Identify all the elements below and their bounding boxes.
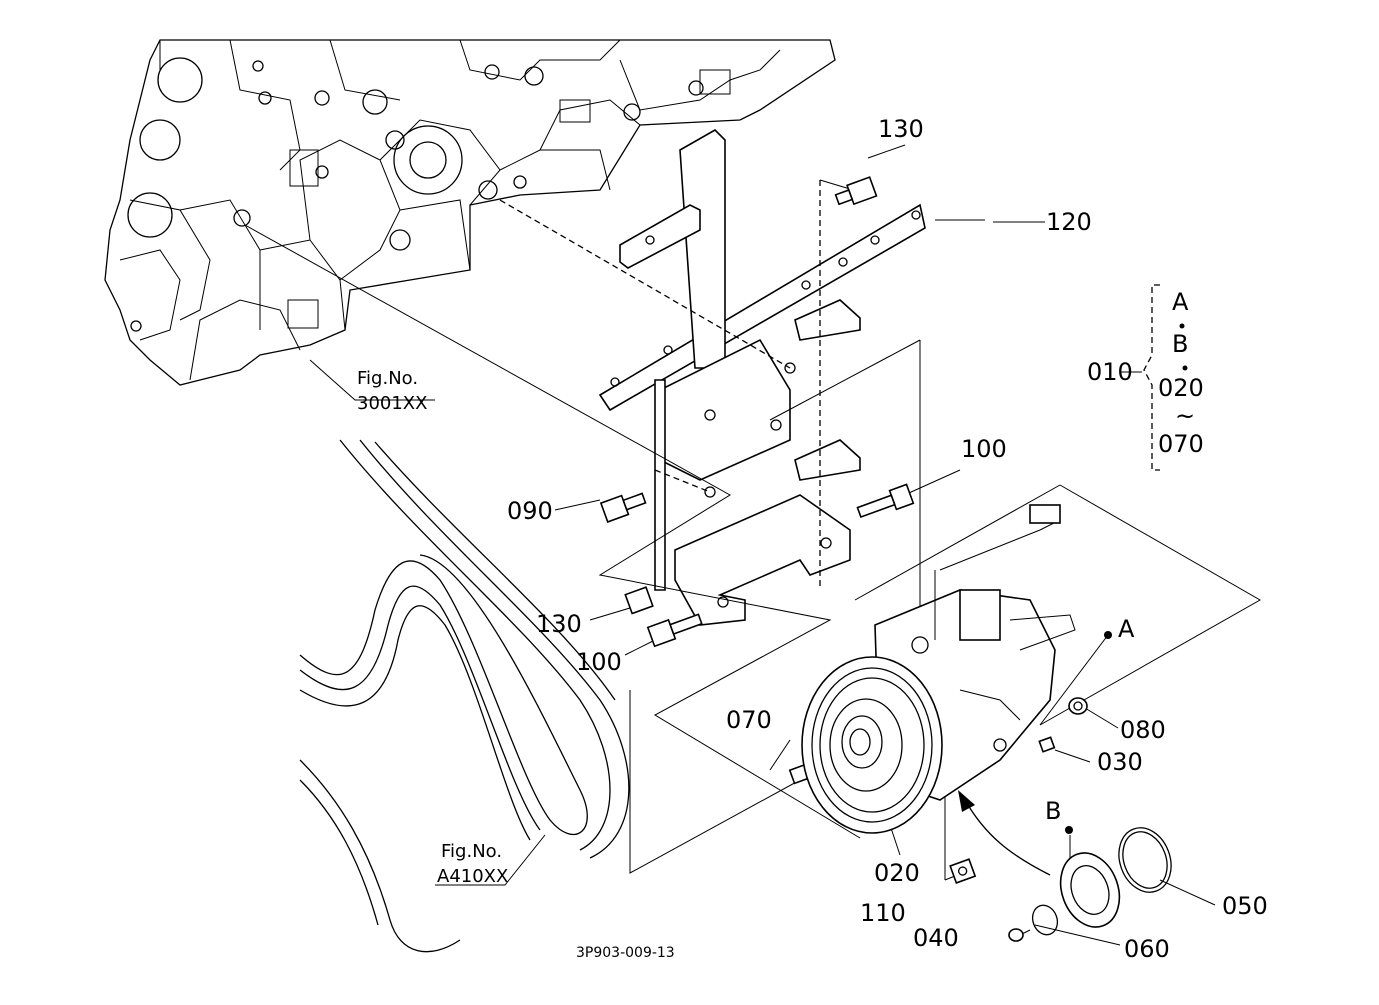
diagram-code: 3P903-009-13	[576, 945, 675, 961]
assembly-a: A	[1172, 288, 1189, 316]
label-030: 030	[1097, 748, 1143, 776]
label-130-top: 130	[878, 115, 924, 143]
marker-a: A	[1118, 615, 1135, 643]
label-120: 120	[1046, 208, 1092, 236]
belt-fig-number: A410XX	[437, 866, 508, 887]
label-130-bottom: 130	[536, 610, 582, 638]
assembly-to: 070	[1158, 430, 1204, 458]
part-labels: 130 120 010 100 090 130 100 A 070 080 03…	[507, 115, 1268, 963]
label-100-left: 100	[576, 648, 622, 676]
assembly-from: 020	[1158, 374, 1204, 402]
label-040: 040	[913, 924, 959, 952]
label-080: 080	[1120, 716, 1166, 744]
label-100-right: 100	[961, 435, 1007, 463]
engine-fig-number: 3001XX	[357, 393, 427, 414]
label-060: 060	[1124, 935, 1170, 963]
clutch-parts	[958, 790, 1172, 936]
assembly-brace	[1120, 284, 1188, 471]
assembly-group: A B 020 ~ 070	[1158, 288, 1204, 458]
bolts	[599, 176, 1088, 942]
label-010: 010	[1087, 358, 1133, 386]
label-050: 050	[1222, 892, 1268, 920]
assembly-b: B	[1172, 330, 1188, 358]
label-020: 020	[874, 859, 920, 887]
label-070: 070	[726, 706, 772, 734]
assembly-tilde: ~	[1175, 402, 1195, 430]
bracket-assembly	[499, 129, 926, 626]
engine-fig-label: Fig.No.	[357, 368, 418, 389]
label-090: 090	[507, 497, 553, 525]
v-belt	[299, 439, 630, 953]
figure-references: Fig.No. 3001XX Fig.No. A410XX	[357, 368, 508, 887]
engine-block	[104, 39, 836, 386]
label-110: 110	[860, 899, 906, 927]
belt-fig-label: Fig.No.	[441, 841, 502, 862]
ac-compressor	[801, 504, 1112, 834]
marker-b: B	[1045, 797, 1061, 825]
